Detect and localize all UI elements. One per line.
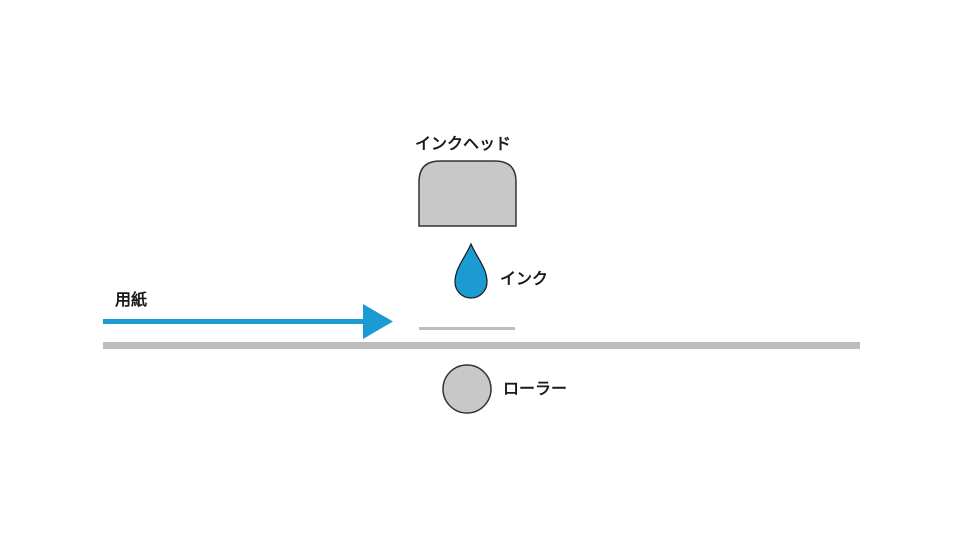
ink-head-shape [418, 160, 517, 227]
ink-label: インク [500, 269, 549, 288]
transport-bar [103, 342, 860, 349]
roller-shape [442, 364, 492, 414]
ink-drop-icon [454, 242, 488, 299]
paper-sheet [419, 327, 515, 330]
paper-feed-arrow-head [363, 304, 393, 339]
paper-feed-arrow-shaft [103, 319, 365, 324]
ink-head-label: インクヘッド [415, 134, 512, 153]
roller-label: ローラー [503, 379, 568, 398]
paper-label: 用紙 [115, 290, 148, 309]
